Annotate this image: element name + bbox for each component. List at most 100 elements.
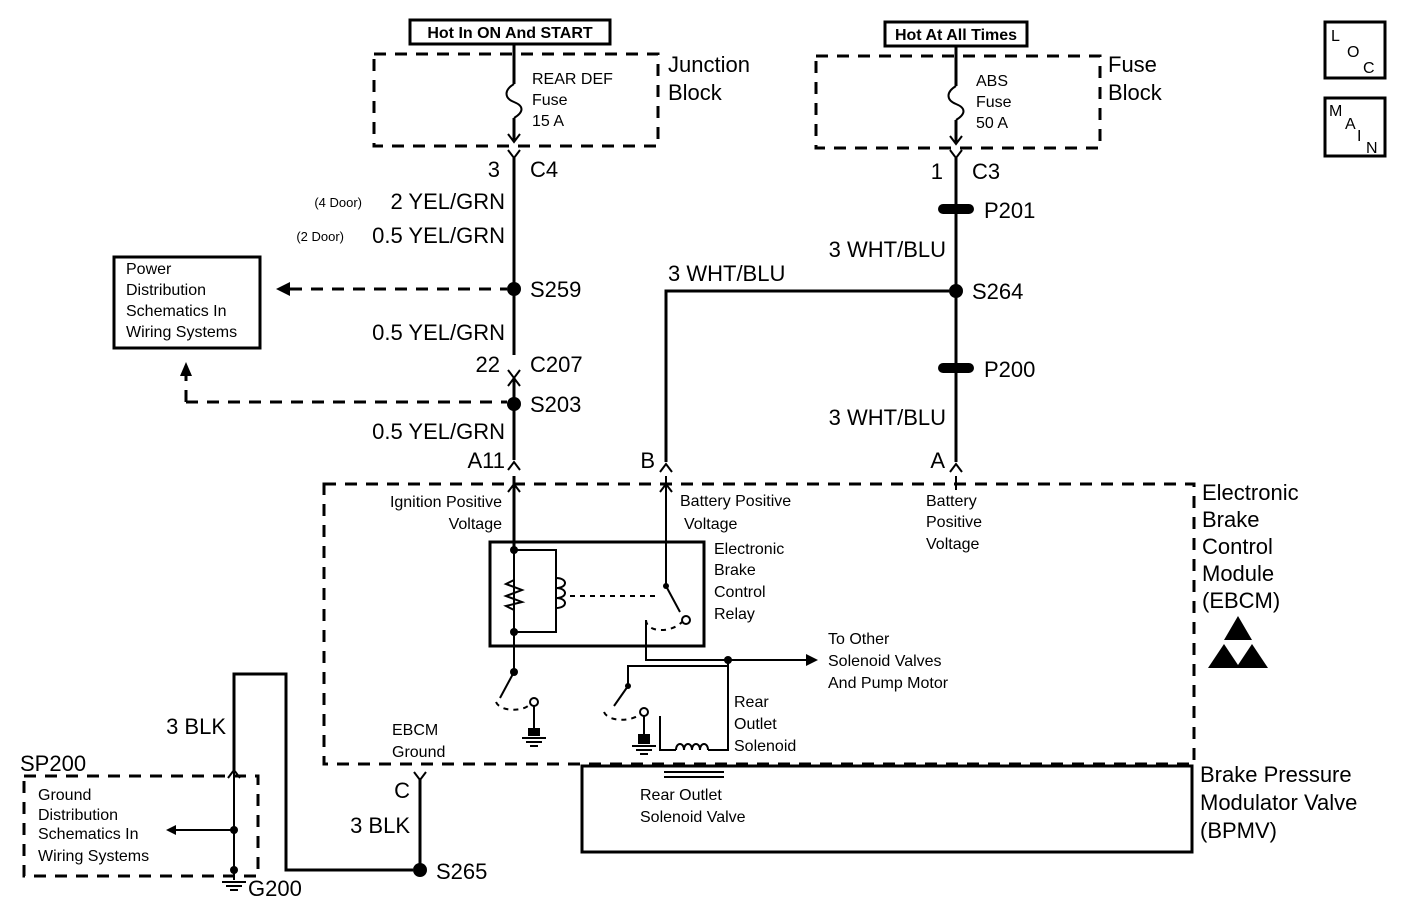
bpmv-title-2: Modulator Valve xyxy=(1200,790,1357,815)
ground-dist-line-3: Schematics In xyxy=(38,826,138,843)
relay-switch-icon xyxy=(665,585,681,613)
ebcm-ground-symbol-1 xyxy=(522,728,546,747)
abs-fuse-rating: 50 A xyxy=(976,115,1008,132)
c-pin: C xyxy=(394,778,410,803)
hot-run-start-label: Hot In ON And START xyxy=(427,25,593,42)
two-door-tag: (2 Door) xyxy=(296,229,344,244)
main-button-frame[interactable] xyxy=(1323,96,1387,158)
c3-label: C3 xyxy=(972,159,1000,184)
p201-label: P201 xyxy=(984,198,1035,223)
c4-pin: 3 xyxy=(488,157,500,182)
s265-label: S265 xyxy=(436,859,487,884)
junction-block xyxy=(372,52,660,148)
ground-dist-line-2: Distribution xyxy=(38,807,118,824)
junction-block-label-2: Block xyxy=(668,80,723,105)
ebcm-ground-line-1: EBCM xyxy=(392,722,438,739)
battery-a-line-2: Positive xyxy=(926,514,982,531)
relay-resistor-icon xyxy=(503,579,526,611)
ebcm-ground-line-2: Ground xyxy=(392,744,445,761)
blk-wire-1: 3 BLK xyxy=(166,714,226,739)
rear-def-fuse-icon xyxy=(505,83,523,119)
ground-dist-line-4: Wiring Systems xyxy=(38,848,149,865)
power-dist-line-1: Power xyxy=(126,261,172,278)
sp200-splice-pack xyxy=(22,774,260,878)
power-dist-line-3: Schematics In xyxy=(126,303,226,320)
bpmv-title-3: (BPMV) xyxy=(1200,818,1277,843)
ebcm-title-5: (EBCM) xyxy=(1202,588,1280,613)
battery-a-line-3: Voltage xyxy=(926,536,979,553)
ebcm-relay xyxy=(488,540,706,648)
yel-grn-wire-2: 0.5 YEL/GRN xyxy=(372,419,505,444)
relay-coil-icon xyxy=(555,577,566,609)
power-dist-line-4: Wiring Systems xyxy=(126,324,237,341)
main-letter-n: N xyxy=(1366,140,1378,157)
relay-line-3: Control xyxy=(714,584,766,601)
abs-fuse-word: Fuse xyxy=(976,94,1012,111)
abs-fuse-icon xyxy=(947,85,965,121)
s203-splice xyxy=(507,397,521,411)
s259-label: S259 xyxy=(530,277,581,302)
p201-pass-through xyxy=(938,204,974,214)
to-other-line-1: To Other xyxy=(828,631,890,648)
loc-letter-o: O xyxy=(1347,44,1359,61)
rear-outlet-line-1: Rear xyxy=(734,694,769,711)
four-door-tag: (4 Door) xyxy=(314,195,362,210)
ebcm-ground-symbol-2 xyxy=(632,734,656,755)
a-connector-icon xyxy=(949,462,963,473)
loc-letter-l: L xyxy=(1331,28,1340,45)
battery-b-line-1: Battery Positive xyxy=(680,493,791,510)
main-button[interactable]: M A I N xyxy=(1323,96,1387,158)
blk-wire-2: 3 BLK xyxy=(350,813,410,838)
s203-label: S203 xyxy=(530,392,581,417)
sp200-label: SP200 xyxy=(20,751,86,776)
ground-dist-line-1: Ground xyxy=(38,787,91,804)
wht-blu-wire-1: 3 WHT/BLU xyxy=(829,237,946,262)
power-distribution-box xyxy=(112,255,262,350)
bpmv-module xyxy=(580,764,1194,854)
a11-pin: A11 xyxy=(467,448,505,473)
b-pin: B xyxy=(640,448,655,473)
rear-outlet-line-2: Outlet xyxy=(734,716,777,733)
p200-label: P200 xyxy=(984,357,1035,382)
battery-a-line-1: Battery xyxy=(926,493,977,510)
rear-def-fuse-rating: 15 A xyxy=(532,113,564,130)
bpmv-title-1: Brake Pressure xyxy=(1200,762,1352,787)
ebcm-title-3: Control xyxy=(1202,534,1273,559)
to-other-line-2: Solenoid Valves xyxy=(828,653,942,670)
relay-line-1: Electronic xyxy=(714,541,784,558)
ebcm-module xyxy=(322,482,1196,766)
four-door-wire: 2 YEL/GRN xyxy=(390,189,505,214)
s265-splice xyxy=(413,863,427,877)
relay-line-2: Brake xyxy=(714,562,756,579)
ignition-voltage-line-2: Voltage xyxy=(449,516,502,533)
main-letter-m: M xyxy=(1329,103,1342,120)
loc-button[interactable]: L O C xyxy=(1323,20,1387,80)
esd-warning-icon xyxy=(1208,616,1268,668)
rear-def-fuse-name: REAR DEF xyxy=(532,71,613,88)
c207-pin: 22 xyxy=(476,352,500,377)
ignition-voltage-line-1: Ignition Positive xyxy=(390,494,502,511)
yel-grn-wire-1: 0.5 YEL/GRN xyxy=(372,320,505,345)
to-other-line-3: And Pump Motor xyxy=(828,675,949,692)
power-dist-line-2: Distribution xyxy=(126,282,206,299)
relay-line-4: Relay xyxy=(714,606,755,623)
bpmv-valve-line-1: Rear Outlet xyxy=(640,787,722,804)
ignition-switch-icon xyxy=(499,671,515,699)
bpmv-valve-line-2: Solenoid Valve xyxy=(640,809,746,826)
s264-splice xyxy=(949,284,963,298)
c3-connector-icon xyxy=(949,149,963,160)
ebcm-title-2: Brake xyxy=(1202,507,1259,532)
a-pin: A xyxy=(930,448,945,473)
loc-button-frame[interactable] xyxy=(1323,20,1387,80)
c207-label: C207 xyxy=(530,352,583,377)
g200-ground-icon xyxy=(222,881,246,891)
b-connector-icon xyxy=(659,462,673,473)
hot-run-start-box xyxy=(408,18,612,46)
c4-connector-icon xyxy=(507,149,521,160)
rear-def-fuse-word: Fuse xyxy=(532,92,568,109)
c4-label: C4 xyxy=(530,157,558,182)
two-door-wire: 0.5 YEL/GRN xyxy=(372,223,505,248)
junction-block-label-1: Junction xyxy=(668,52,750,77)
s259-splice xyxy=(507,282,521,296)
